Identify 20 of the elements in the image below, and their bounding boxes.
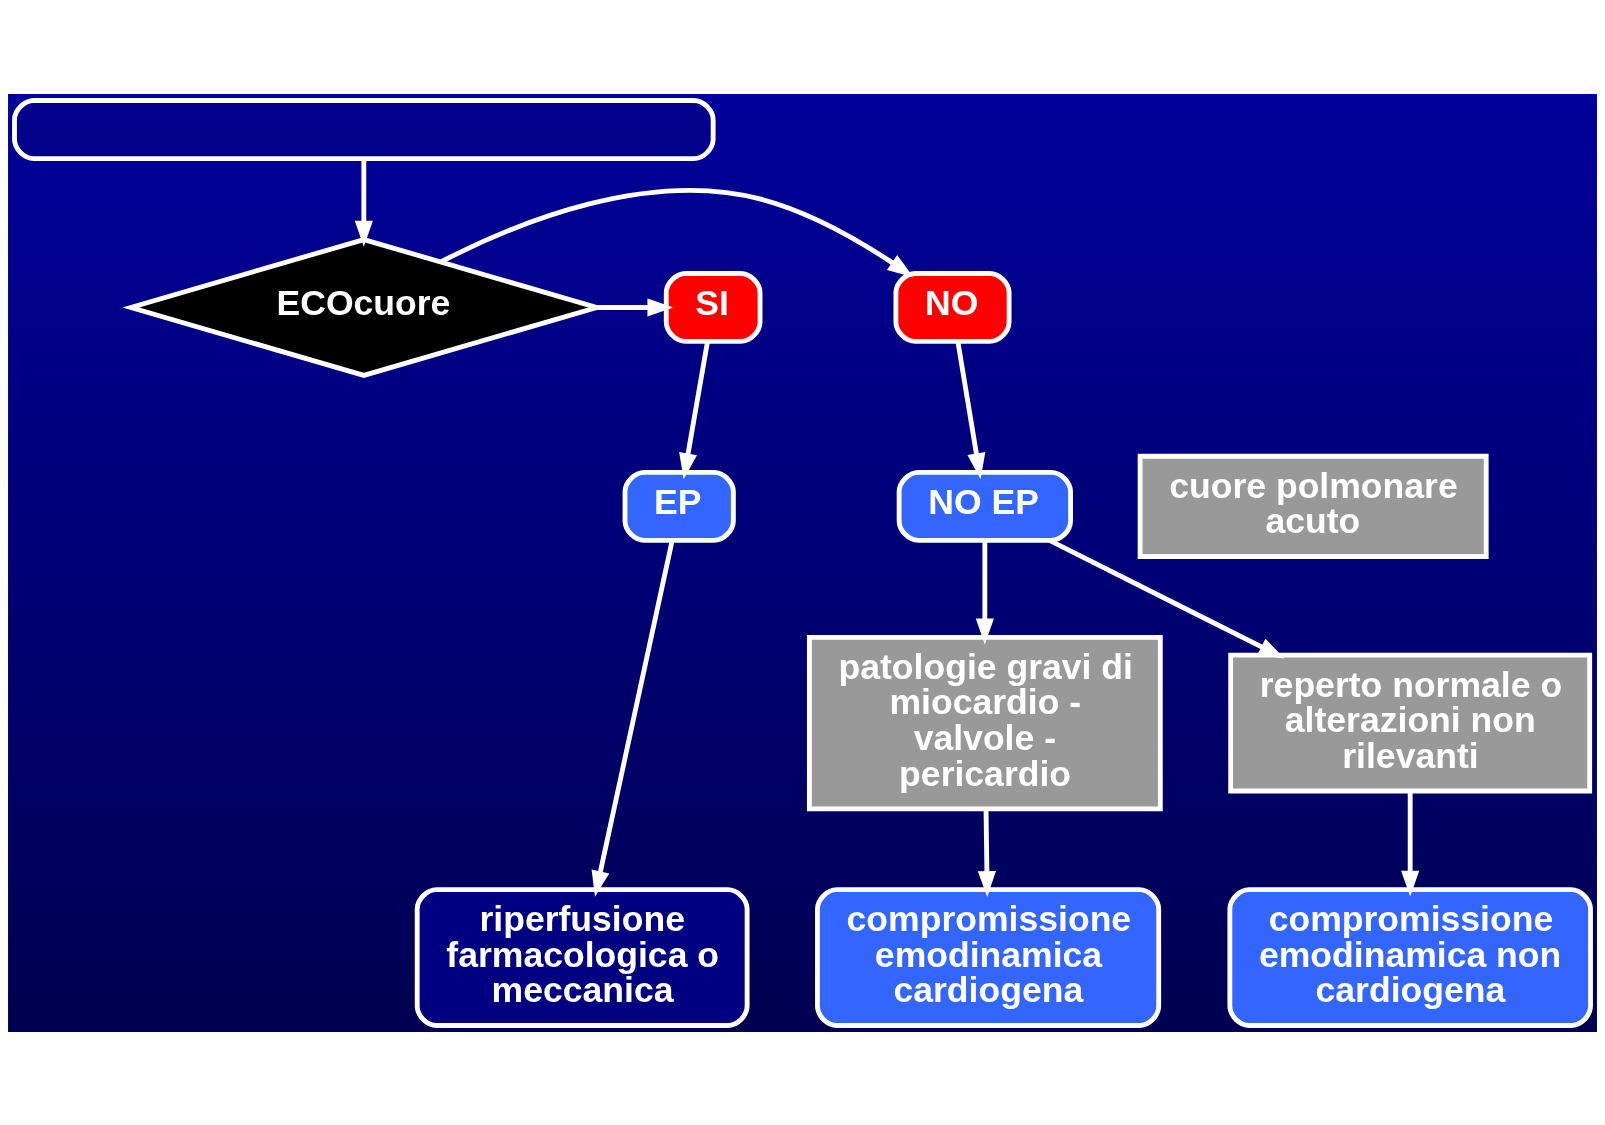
arrow (354, 158, 373, 247)
arrow (1401, 791, 1420, 897)
node-box: compromissione emodinamica non cardiogena (1227, 886, 1593, 1028)
arrow (977, 808, 996, 897)
arrow (955, 340, 986, 479)
node-box: NO EP (896, 469, 1073, 543)
node-box (12, 97, 716, 161)
arrow (679, 340, 710, 479)
arrow (591, 539, 675, 897)
node-box: compromissione emodinamica cardiogena (815, 886, 1162, 1028)
node-box: EP (622, 469, 736, 543)
node-box: patologie gravi di miocardio - valvole - pericardio (806, 634, 1163, 811)
node-box: reperto normale o alterazioni non rilevanti (1228, 652, 1593, 793)
node-box: riperfusione farmacologica o meccanica (414, 886, 750, 1028)
arrow (597, 297, 674, 317)
arrow (440, 187, 914, 277)
arrow (975, 539, 994, 644)
node-box: NO (893, 270, 1012, 344)
node-box: SI (663, 270, 763, 344)
node-box: cuore polmonare acuto (1137, 453, 1489, 559)
